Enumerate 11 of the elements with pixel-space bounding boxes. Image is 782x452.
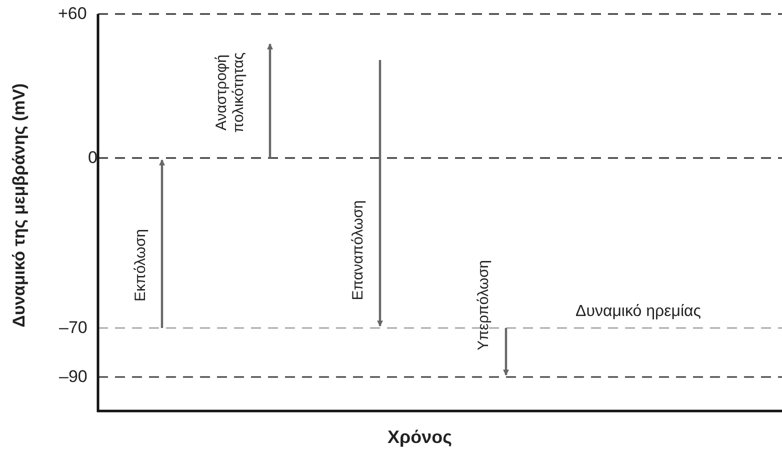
- tick-label: 0: [88, 148, 98, 168]
- tick-label: –70: [59, 318, 88, 338]
- tick-label: –90: [59, 368, 88, 386]
- phase-label: Εκπόλωση: [132, 228, 149, 301]
- phase-label: Υπερπόλωση: [476, 260, 492, 350]
- axis-title: Χρόνος: [388, 428, 452, 448]
- phase-label: Αναστροφή πολικότητας: [214, 50, 246, 134]
- tick-label: +60: [58, 4, 87, 24]
- annotation-label: Δυναμικό ηρεμίας: [576, 303, 701, 321]
- phase-label: Επαναπόλωση: [350, 200, 368, 300]
- axis-title: Δυναμικό της μεμβράνης (mV): [10, 82, 30, 327]
